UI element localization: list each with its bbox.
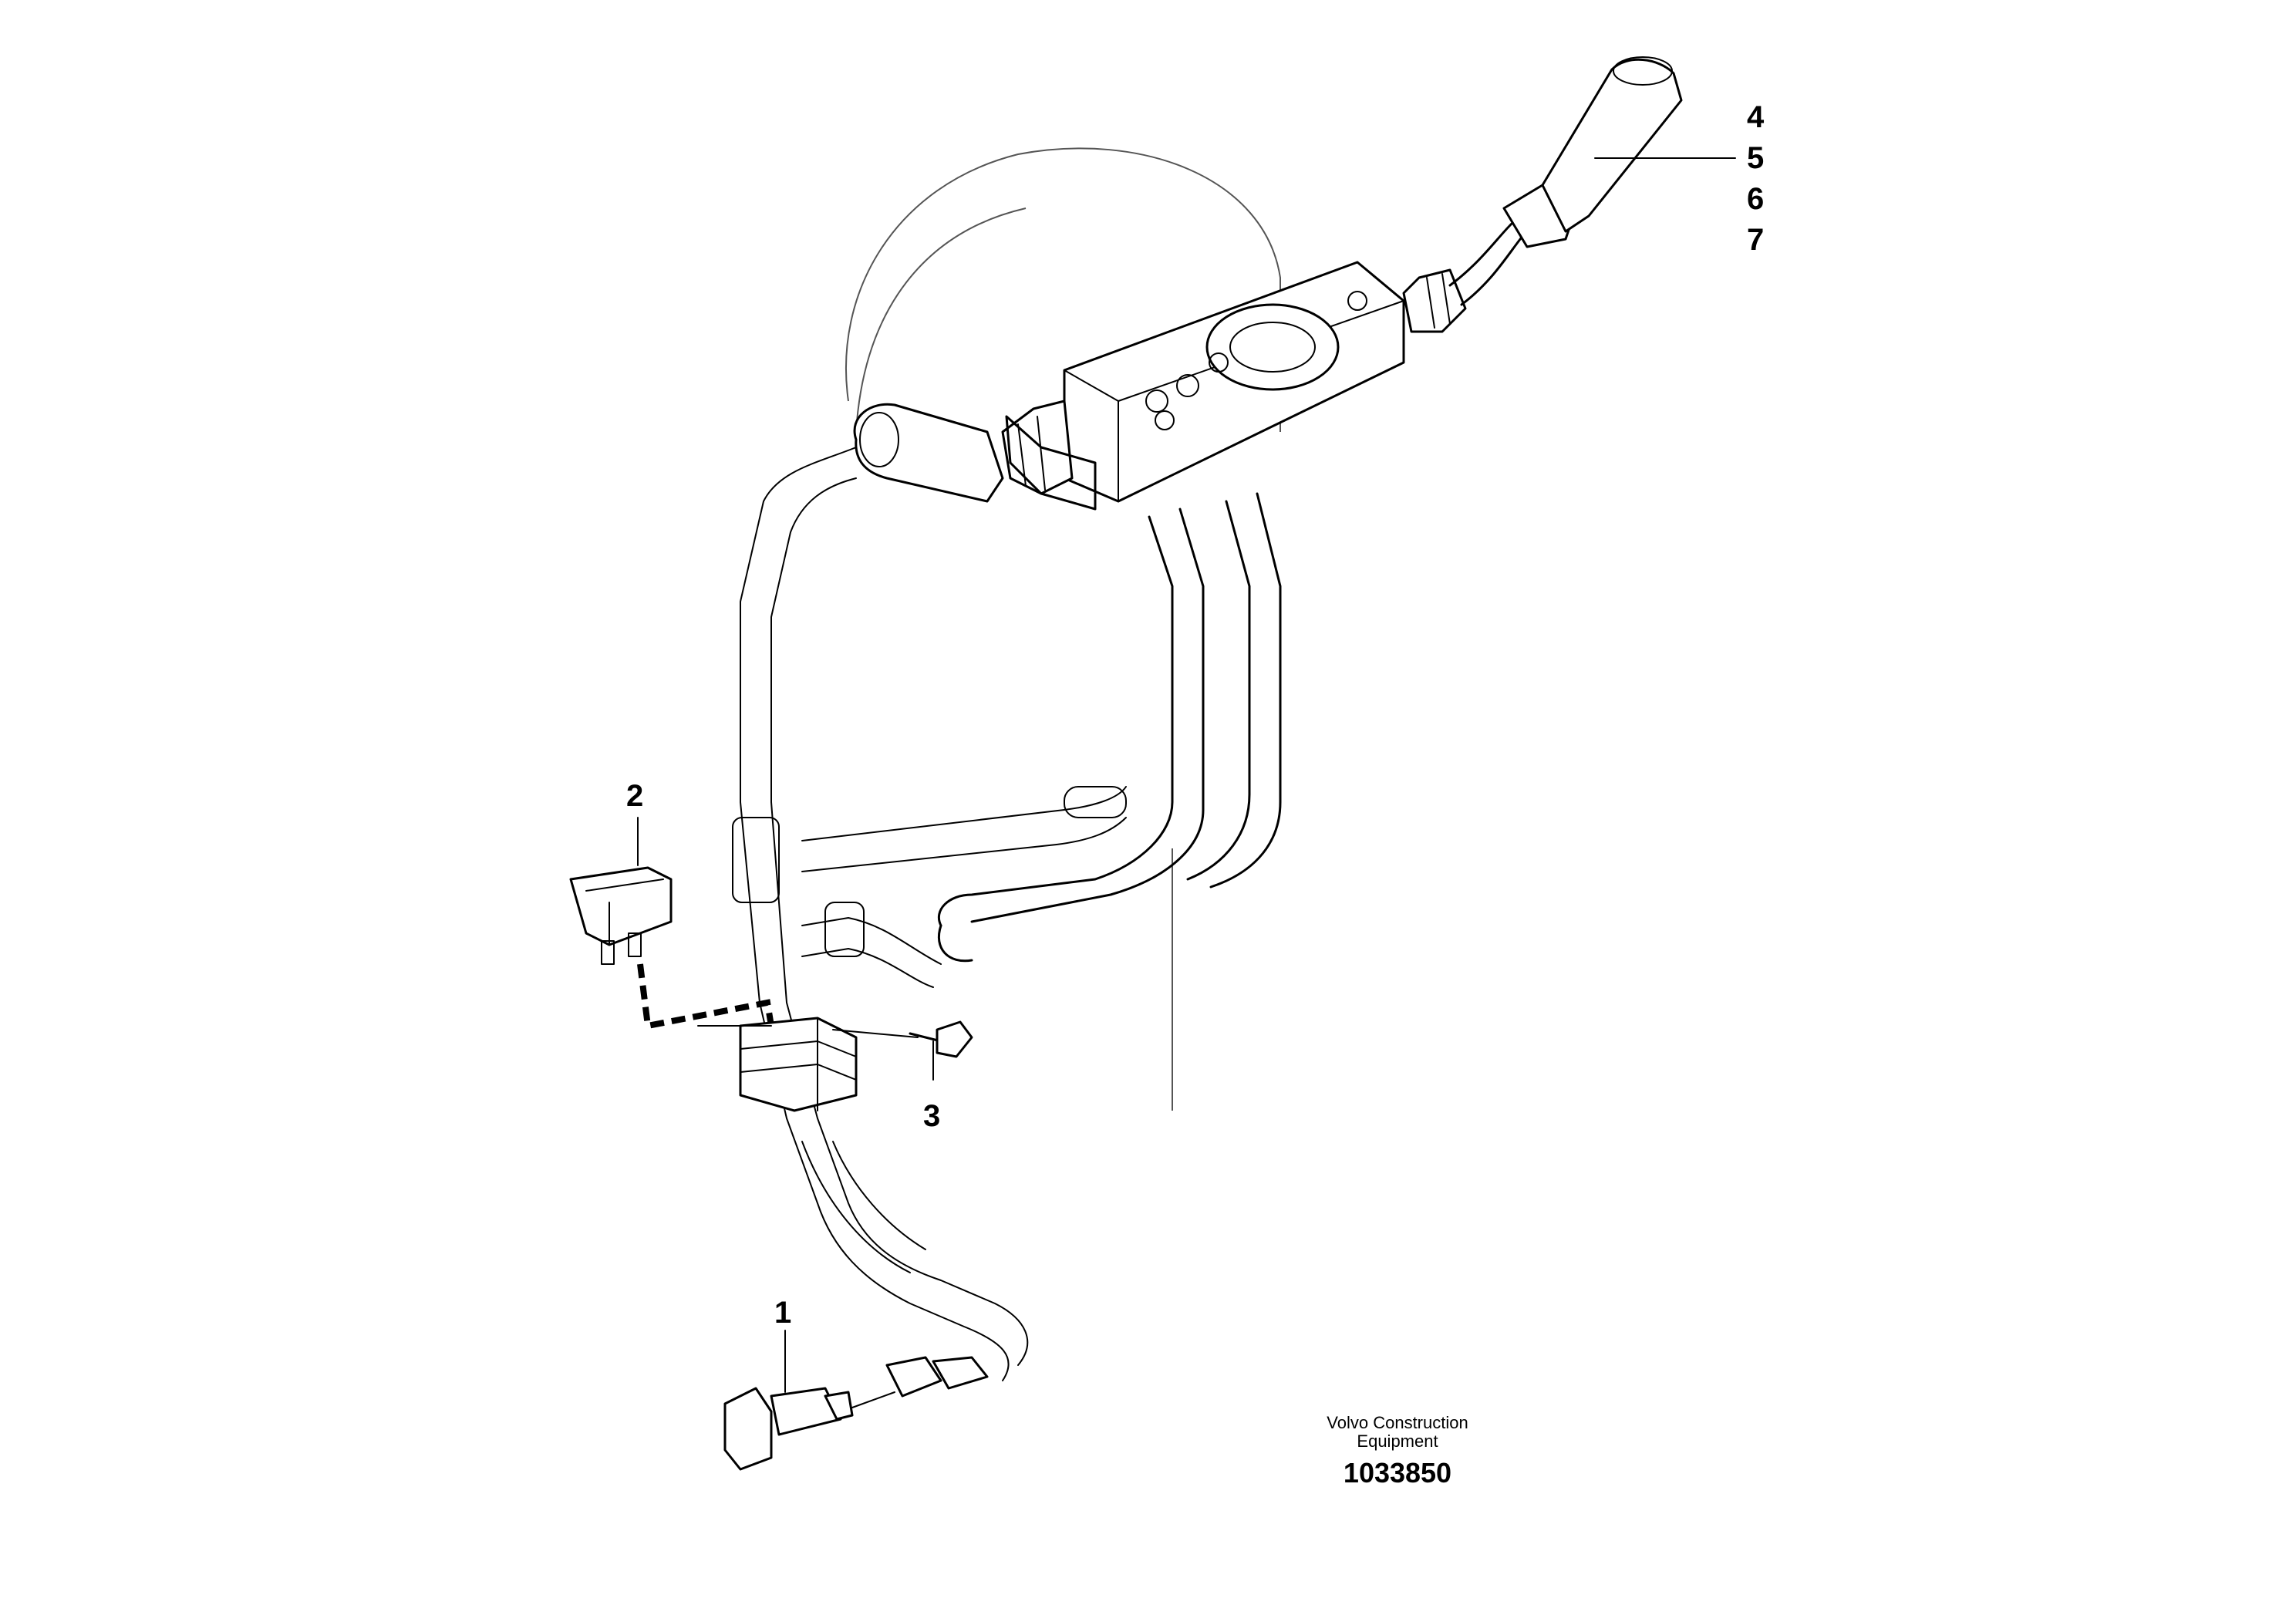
callout-label-4: 4 [1747,100,1765,134]
brand-line-2: Equipment [1357,1431,1438,1451]
callout-label-3: 3 [923,1099,940,1133]
callout-label-5: 5 [1747,141,1764,175]
leader-lines [637,157,1736,1393]
sensor [723,1356,989,1471]
callout-label-1: 1 [774,1296,791,1330]
callout-label-6: 6 [1747,182,1764,216]
control-unit [1001,261,1405,511]
cross-tubes [732,786,1127,988]
left-handle [853,403,1004,503]
callout-label-2: 2 [626,779,643,813]
relay [569,866,673,965]
document-number: 1033850 [1344,1457,1451,1489]
wiring-harness [740,447,1029,1381]
seat-outline [845,147,1281,1111]
screw [832,1020,973,1058]
control-hoses [937,492,1282,963]
relay-socket [739,1017,858,1112]
lever-handle [1402,56,1683,333]
brand-line-1: Volvo Construction [1327,1413,1468,1432]
callout-label-7: 7 [1747,223,1764,257]
